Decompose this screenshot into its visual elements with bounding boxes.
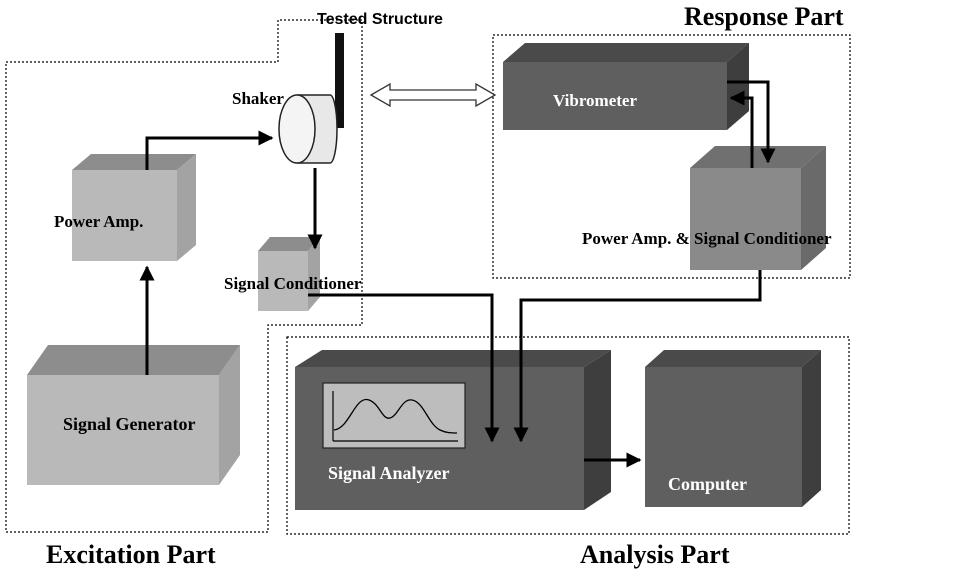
- signal-generator-label: Signal Generator: [63, 414, 196, 434]
- double-arrow-icon: [369, 82, 497, 108]
- spectrum-plot-icon: [322, 382, 466, 449]
- arrow-conditioner-to-analyzer: [513, 270, 762, 443]
- response-part-title: Response Part: [684, 2, 844, 31]
- computer-label: Computer: [668, 474, 747, 494]
- arrow-signal-conditioner-to-analyzer: [308, 293, 500, 443]
- vibrometer-label: Vibrometer: [553, 91, 637, 110]
- signal-conditioner-box: [258, 237, 320, 311]
- tested-structure-bar: [335, 33, 344, 128]
- signal-conditioner-label: Signal Conditioner: [224, 274, 362, 293]
- shaker-label: Shaker: [232, 89, 284, 108]
- excitation-part-boundary: [5, 19, 363, 533]
- tested-structure-label: Tested Structure: [317, 11, 443, 28]
- arrow-power-amp-to-shaker: [145, 130, 274, 170]
- analysis-part-title: Analysis Part: [580, 540, 730, 569]
- power-amp-signal-conditioner-box: [690, 146, 826, 270]
- arrow-conditioner-to-vibrometer: [729, 90, 754, 168]
- arrow-vibrometer-to-conditioner: [727, 80, 776, 164]
- vibrometer-box: [503, 43, 749, 130]
- shaker-cylinder-icon: [278, 94, 338, 164]
- power-amp-box: [72, 154, 196, 261]
- power-amp-signal-conditioner-label: Power Amp. & Signal Conditioner: [582, 229, 832, 248]
- signal-generator-box: [27, 345, 240, 485]
- excitation-part-title: Excitation Part: [46, 540, 216, 569]
- signal-analyzer-label: Signal Analyzer: [328, 463, 450, 483]
- computer-box: [645, 350, 821, 507]
- analysis-part-boundary: [286, 336, 850, 535]
- power-amp-label: Power Amp.: [54, 212, 143, 231]
